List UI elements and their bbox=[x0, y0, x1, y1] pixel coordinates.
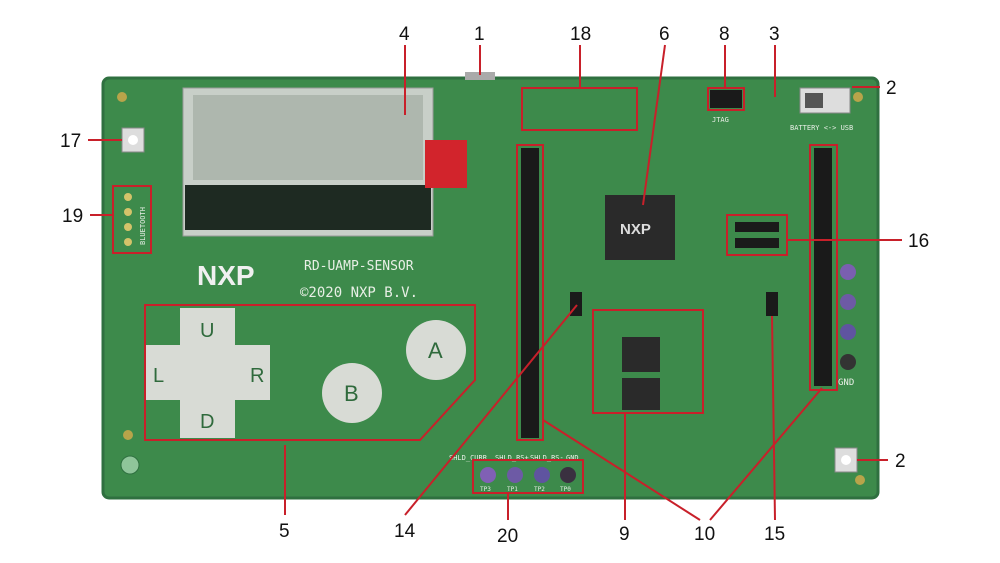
copyright: ©2020 NXP B.V. bbox=[300, 285, 418, 301]
callout-14: 14 bbox=[394, 521, 416, 542]
callout-lines bbox=[88, 44, 902, 521]
gnd-label: GND bbox=[838, 378, 854, 388]
jumper-15[interactable] bbox=[766, 292, 778, 316]
button-a-label: A bbox=[428, 338, 443, 363]
callout-2b: 2 bbox=[895, 451, 906, 472]
dpad-up[interactable]: U bbox=[200, 320, 214, 342]
header-left bbox=[521, 148, 539, 438]
callout-19: 19 bbox=[62, 206, 83, 227]
callout-10: 10 bbox=[694, 524, 715, 545]
callout-17: 17 bbox=[60, 131, 81, 152]
callout-5: 5 bbox=[279, 521, 290, 542]
amp-chip-1 bbox=[622, 337, 660, 372]
jumper-16b[interactable] bbox=[735, 238, 779, 248]
amp-chip-2 bbox=[622, 378, 660, 410]
tp-label: SHLD_RS+ bbox=[495, 454, 529, 462]
callout-8: 8 bbox=[719, 24, 730, 45]
button-b[interactable] bbox=[322, 363, 382, 423]
dpad-down[interactable]: D bbox=[200, 411, 214, 433]
callout-15: 15 bbox=[764, 524, 785, 545]
callout-1: 1 bbox=[474, 24, 485, 45]
jtag-connector bbox=[710, 90, 742, 108]
tp-id: TP2 bbox=[534, 486, 545, 493]
dpad[interactable] bbox=[145, 308, 270, 438]
callout-18: 18 bbox=[570, 24, 591, 45]
lcd-display bbox=[182, 87, 467, 237]
bluetooth-header bbox=[124, 193, 132, 246]
tp-label: SHLD_RS- bbox=[530, 454, 564, 462]
button-b-label: B bbox=[344, 381, 359, 406]
mcu-chip bbox=[605, 195, 675, 260]
bluetooth-label: BLUETOOTH bbox=[139, 207, 147, 245]
switch-label: BATTERY <-> USB bbox=[790, 124, 853, 132]
dpad-right[interactable]: R bbox=[250, 365, 264, 387]
board-name: RD-UAMP-SENSOR bbox=[304, 259, 414, 274]
callout-3: 3 bbox=[769, 24, 780, 45]
jtag-label: JTAG bbox=[712, 116, 729, 124]
header-right bbox=[814, 148, 832, 386]
chip-logo: NXP bbox=[620, 221, 651, 238]
callout-2: 2 bbox=[886, 78, 897, 99]
usb-connector bbox=[465, 72, 495, 80]
tp-label: GND bbox=[566, 454, 579, 462]
dpad-left[interactable]: L bbox=[153, 365, 164, 387]
callout-16: 16 bbox=[908, 231, 929, 252]
nxp-logo: NXP bbox=[197, 260, 255, 291]
callout-20: 20 bbox=[497, 526, 518, 547]
callout-numbers: 1 2 3 4 5 6 8 9 10 14 15 16 17 18 19 20 … bbox=[60, 24, 929, 547]
callout-9: 9 bbox=[619, 524, 630, 545]
jumper-16a[interactable] bbox=[735, 222, 779, 232]
callout-4: 4 bbox=[399, 24, 410, 45]
tp-id: TP1 bbox=[507, 486, 518, 493]
button-a[interactable] bbox=[406, 320, 466, 380]
callout-6: 6 bbox=[659, 24, 670, 45]
tp-id: TP3 bbox=[480, 486, 491, 493]
tp-id: TP0 bbox=[560, 486, 571, 493]
tp-label: SHLD_CURR bbox=[449, 454, 488, 462]
